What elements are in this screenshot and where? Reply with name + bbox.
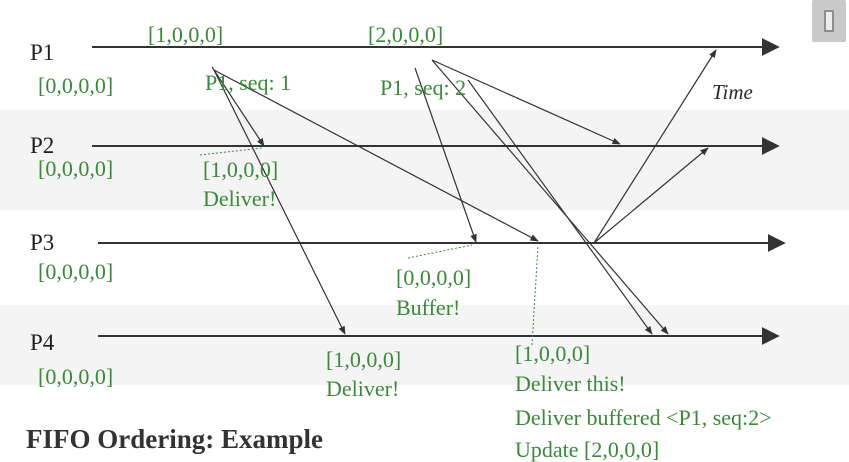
p4-second-line-1: Deliver this! [515, 371, 626, 396]
leader-line [407, 244, 473, 259]
background-band [0, 305, 849, 385]
message-arrow [213, 69, 539, 242]
initial-vector-p4: [0,0,0,0] [38, 364, 114, 389]
background-band [0, 110, 849, 210]
p1-message-seq2: P1, seq: 2 [380, 75, 467, 100]
process-label-p3: P3 [30, 230, 55, 255]
p2-receive-vector: [1,0,0,0] [203, 157, 279, 182]
message-arrow [593, 147, 709, 244]
message-arrow [431, 59, 669, 335]
initial-vector-p2: [0,0,0,0] [38, 156, 114, 181]
p3-receive-vector: [0,0,0,0] [396, 265, 472, 290]
time-label: Time [712, 80, 753, 104]
message-arrow [467, 79, 653, 335]
p4-second-line-3: Update [2,0,0,0] [515, 437, 660, 462]
initial-vector-p1: [0,0,0,0] [38, 73, 114, 98]
message-arrow [431, 59, 621, 145]
text-cursor-icon [824, 10, 834, 32]
initial-vector-p3: [0,0,0,0] [38, 259, 114, 284]
message-arrow [213, 69, 346, 335]
process-label-p2: P2 [30, 133, 55, 158]
p1-event-vector-2: [2,0,0,0] [368, 22, 444, 47]
p4-second-line-2: Deliver buffered <P1, seq:2> [515, 405, 772, 430]
p4-second-vector: [1,0,0,0] [515, 341, 591, 366]
slide-title: FIFO Ordering: Example [26, 424, 323, 454]
process-label-p1: P1 [30, 40, 55, 65]
p4-receive-action: Deliver! [326, 376, 400, 401]
p1-message-seq1: P1, seq: 1 [205, 70, 292, 95]
process-label-p4: P4 [30, 330, 55, 355]
message-arrow [593, 49, 717, 244]
leader-line [531, 245, 539, 346]
p1-event-vector-1: [1,0,0,0] [148, 22, 224, 47]
leader-line [199, 147, 263, 156]
message-arrow [414, 67, 477, 243]
message-arrow [211, 66, 265, 147]
p2-receive-action: Deliver! [203, 186, 277, 211]
p3-receive-action: Buffer! [396, 295, 461, 320]
p4-receive-vector: [1,0,0,0] [326, 347, 402, 372]
